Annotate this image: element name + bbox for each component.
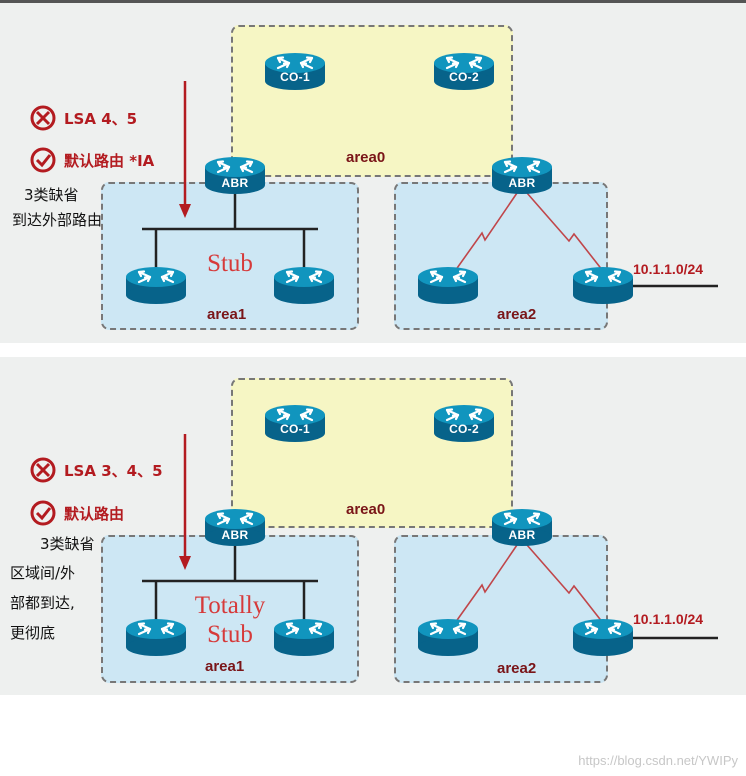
area2-zone	[394, 535, 608, 683]
note-line-1: 3类缺省	[40, 535, 95, 553]
topology-lines	[30, 51, 718, 306]
note-line-2: 区域间/外	[10, 564, 76, 582]
note-line-2: 到达外部路由	[12, 211, 103, 229]
area-type-label-line-1: Totally	[194, 592, 266, 619]
router-area2-right-icon	[571, 265, 635, 306]
router-co2-label: CO-2	[449, 70, 479, 84]
router-abr-left-label: ABR	[221, 176, 249, 190]
router-area1-right-icon	[272, 265, 336, 306]
router-area2-left-icon	[416, 265, 480, 306]
router-abr-left-label: ABR	[221, 528, 249, 542]
totally-stub-diagram-panel: CO-1 CO-2 ABR ABR area0 area1 area2 Tota…	[0, 357, 746, 695]
blocked-lsa-text: LSA 3、4、5	[64, 462, 163, 480]
router-abr-right-label: ABR	[508, 176, 536, 190]
area0-zone	[231, 25, 513, 177]
area1-zone	[101, 535, 359, 683]
external-network-label: 10.1.1.0/24	[633, 611, 704, 627]
topology-lines	[30, 403, 718, 658]
lsa-arrow	[179, 434, 191, 570]
lsa-arrow	[179, 81, 191, 218]
allowed-route-text: 默认路由	[64, 505, 125, 523]
router-co1-label: CO-1	[280, 70, 310, 84]
note-line-1: 3类缺省	[24, 186, 79, 204]
router-area2-right-icon	[571, 617, 635, 658]
router-area2-left-icon	[416, 617, 480, 658]
serial-links	[454, 192, 604, 272]
allowed-icon	[30, 500, 56, 526]
area1-label: area1	[205, 658, 245, 675]
area2-label: area2	[497, 306, 537, 323]
area0-label: area0	[346, 149, 386, 166]
note-line-3: 部都到达,	[10, 594, 75, 612]
stub-diagram-panel: CO-1 CO-2 ABR ABR area0 area1 area2 Stub…	[0, 0, 746, 343]
area1-zone	[101, 182, 359, 330]
note-line-4: 更彻底	[10, 624, 56, 642]
external-network-label: 10.1.1.0/24	[633, 261, 704, 277]
area0-label: area0	[346, 501, 386, 518]
watermark-text: https://blog.csdn.net/YWIPy	[578, 753, 738, 768]
blocked-icon	[30, 105, 56, 131]
serial-links	[454, 544, 604, 624]
router-abr-right-label: ABR	[508, 528, 536, 542]
allowed-icon	[30, 147, 56, 173]
router-co2-label: CO-2	[449, 422, 479, 436]
router-co1-label: CO-1	[280, 422, 310, 436]
router-area1-left-icon	[124, 265, 188, 306]
area-type-label-line-2: Stub	[207, 621, 253, 648]
blocked-lsa-text: LSA 4、5	[64, 110, 138, 128]
area2-label: area2	[497, 660, 537, 677]
area2-zone	[394, 182, 608, 330]
blocked-icon	[30, 457, 56, 483]
allowed-route-text: 默认路由 *IA	[64, 152, 155, 170]
area1-label: area1	[207, 306, 247, 323]
area-type-label: Stub	[207, 250, 253, 277]
area0-zone	[231, 378, 513, 528]
